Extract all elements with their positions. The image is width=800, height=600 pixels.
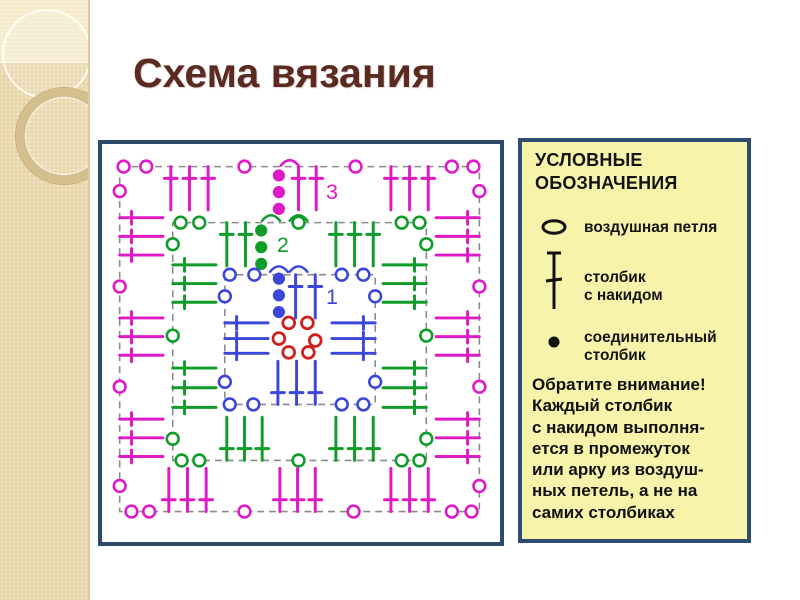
note-line: самих столбиках (532, 502, 675, 522)
crochet-chart-svg: 1 2 3 (112, 158, 487, 519)
center-chain-ring (271, 315, 323, 360)
slip-stitch-label: соединительный столбик (584, 329, 717, 364)
chain-loop-icon (540, 218, 570, 241)
crochet-chart-panel: 1 2 3 (98, 140, 504, 546)
round-2-group: 2 (165, 213, 434, 468)
legend-panel: УСЛОВНЫЕ ОБОЗНАЧЕНИЯ воздушная петля сто… (518, 138, 751, 543)
start-chain-dot (272, 186, 285, 199)
chain-loop-label: воздушная петля (584, 219, 718, 236)
double-crochet-icon (540, 250, 570, 317)
chain-arc (288, 265, 309, 274)
note-line: Обратите внимание! (532, 375, 706, 394)
note-line: или арку из воздуш- (532, 460, 704, 480)
note-line: Каждый столбик (532, 396, 673, 416)
start-chain-dot (272, 305, 285, 319)
legend-title: УСЛОВНЫЕ ОБОЗНАЧЕНИЯ (535, 149, 678, 195)
start-chain-dot (272, 169, 285, 182)
round-1-group: 1 (217, 265, 383, 412)
round-3-group: 3 (112, 158, 487, 519)
start-chain-dot (255, 224, 268, 237)
chain-arc (268, 265, 290, 274)
circle-ring-ornament (16, 88, 88, 184)
note-line: ется в промежуток (532, 438, 690, 458)
decorative-strip (0, 0, 90, 600)
chain-arc (288, 213, 309, 222)
start-chain-dot (272, 272, 285, 285)
slip-stitch-icon (540, 334, 570, 355)
double-crochet-label: столбик с накидом (584, 269, 663, 304)
chain-arc (260, 213, 282, 222)
start-chain-dot (255, 241, 268, 254)
legend-note: Обратите внимание! Каждый столбик с наки… (532, 374, 706, 523)
round-number-label: 2 (277, 232, 289, 257)
slide-title: Схема вязания (133, 50, 436, 96)
note-line: с накидом выполня- (532, 417, 705, 437)
circle-outline-ornament (2, 9, 88, 99)
start-chain-dot (255, 257, 268, 270)
legend-title-line2: ОБОЗНАЧЕНИЯ (535, 173, 678, 193)
start-chain-dot (272, 202, 285, 215)
round-number-label: 1 (326, 284, 338, 309)
note-line: ных петель, а не на (532, 481, 698, 501)
legend-title-line1: УСЛОВНЫЕ (535, 150, 643, 170)
start-chain-dot (272, 289, 285, 302)
chain-arc (279, 158, 300, 167)
round-number-label: 3 (326, 179, 338, 204)
